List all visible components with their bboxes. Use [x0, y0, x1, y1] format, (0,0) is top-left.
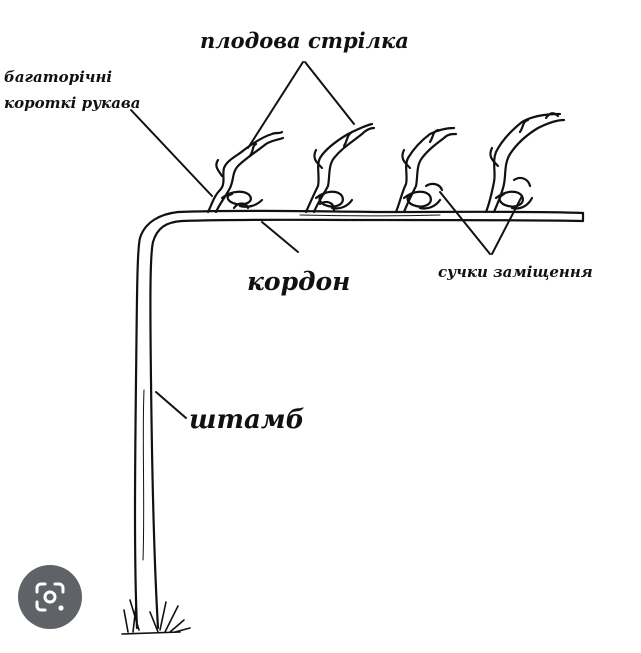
fruiting-unit-4 — [484, 112, 566, 214]
trunk-base — [121, 599, 191, 635]
leader-trunk — [155, 391, 187, 419]
trunk — [133, 210, 184, 630]
renewal-spurs-label: сучки заміщення — [438, 263, 593, 281]
perennial-arms-label: багаторічні короткі рукава — [4, 64, 141, 116]
leader-renewal-spur-right — [491, 195, 523, 255]
leader-lines — [130, 61, 523, 419]
leader-fruiting-cane-right — [304, 61, 355, 125]
leader-cordon — [261, 221, 299, 253]
fruiting-unit-3 — [394, 126, 458, 214]
fruiting-unit-2 — [304, 122, 376, 214]
perennial-arms-label-line2: короткі рукава — [4, 94, 141, 112]
fruiting-unit-1 — [206, 130, 285, 214]
lens-search-icon — [35, 582, 65, 612]
leader-perennial-arms — [130, 109, 213, 197]
lens-search-button[interactable] — [18, 565, 82, 629]
cordon-label: кордон — [247, 267, 351, 296]
leader-renewal-spur-left — [439, 191, 491, 255]
perennial-arms-label-line1: багаторічні — [4, 68, 113, 86]
leader-fruiting-cane-left — [247, 61, 304, 149]
cordon — [176, 209, 585, 223]
trunk-label: штамб — [189, 405, 305, 435]
fruiting-cane-label: плодова стрілка — [200, 28, 409, 53]
